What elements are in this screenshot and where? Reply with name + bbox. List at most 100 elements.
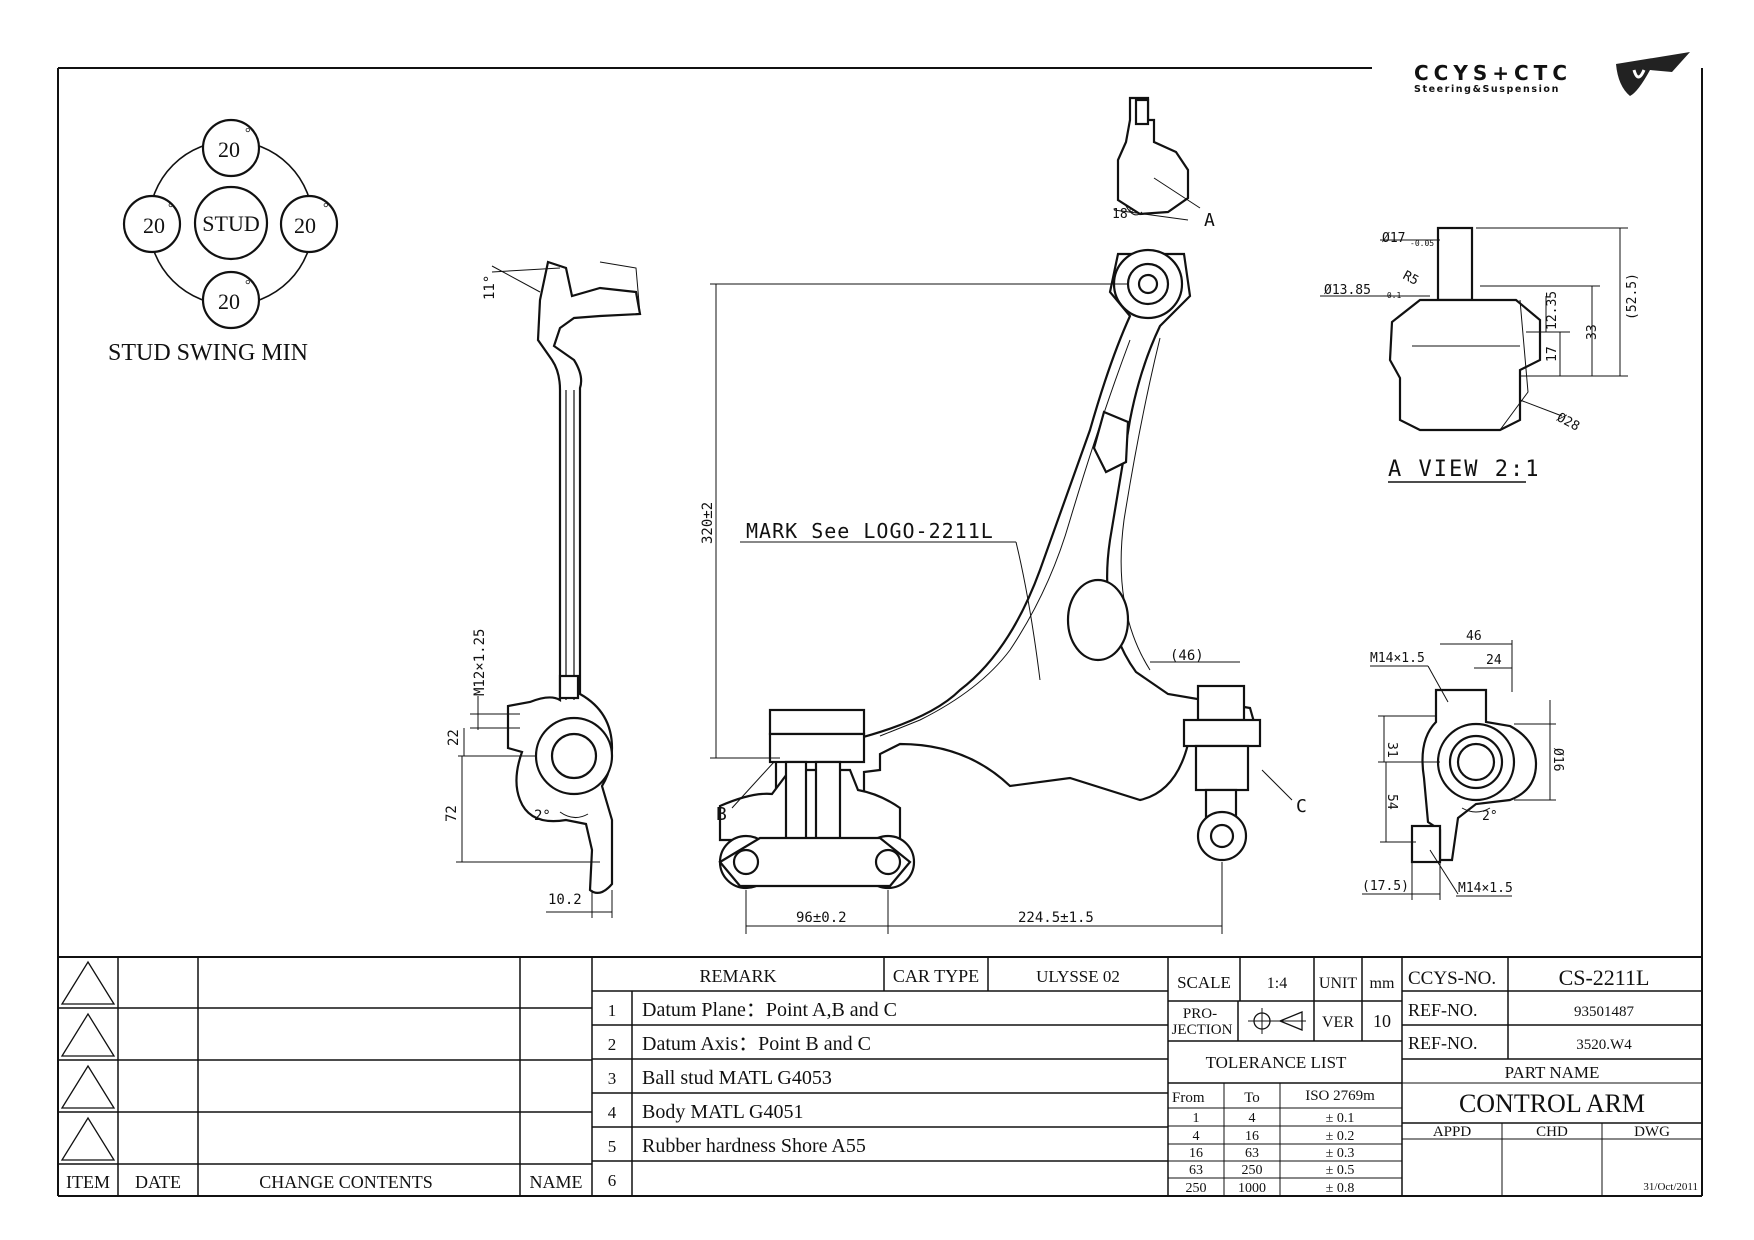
remark-no-1: 1 (608, 1001, 617, 1020)
ver-value: 10 (1373, 1011, 1391, 1031)
swing-left-value: 20 (143, 213, 165, 238)
rev-header-change: CHANGE CONTENTS (259, 1172, 433, 1192)
a-view-d17: Ø17 (1382, 231, 1405, 246)
tol-row-2-tol: ± 0.2 (1326, 1129, 1355, 1144)
front-dim-224: 224.5±1.5 (1018, 910, 1094, 926)
remark-text-3: Ball stud MATL G4053 (642, 1067, 832, 1089)
part-name-label: PART NAME (1505, 1063, 1600, 1082)
a-view-d13: Ø13.85 (1324, 283, 1371, 298)
rev-header-date: DATE (135, 1172, 181, 1192)
side-dim-72: 72 (444, 805, 460, 822)
side-angle-top: 11° (482, 275, 498, 300)
a-view-r5: R5 (1400, 268, 1421, 289)
logo-brand: CCYS+CTC (1414, 61, 1572, 85)
bush-angle: 2° (1482, 809, 1498, 824)
tol-row-3-to: 63 (1245, 1146, 1259, 1161)
unit-label: UNIT (1319, 975, 1357, 992)
rev-header-name: NAME (530, 1172, 583, 1192)
stud-swing-caption: STUD SWING MIN (108, 340, 308, 366)
tol-row-3-from: 16 (1189, 1146, 1203, 1161)
bush-thread-top: M14×1.5 (1370, 651, 1425, 666)
bush-dim-17-5: (17.5) (1362, 879, 1409, 894)
a-view-dim-12-35: 12.35 (1545, 291, 1560, 330)
bush-dim-24: 24 (1486, 653, 1502, 668)
svg-text:°: ° (168, 201, 174, 216)
stud-swing-diagram: STUD 20 20 20 20 ° ° ° ° STUD SWING MIN (108, 118, 339, 366)
remark-no-6: 6 (608, 1171, 617, 1190)
tol-row-5-from: 250 (1186, 1181, 1207, 1196)
tol-row-5-tol: ± 0.8 (1326, 1181, 1355, 1196)
side-thread-label: M12×1.25 (472, 629, 488, 696)
datum-a-label: A (1204, 210, 1215, 231)
tol-col-to: To (1244, 1090, 1260, 1106)
front-dim-96: 96±0.2 (796, 910, 847, 926)
drawing-date: 31/Oct/2011 (1643, 1181, 1698, 1193)
title-block: ITEM DATE CHANGE CONTENTS NAME REMARK CA… (58, 956, 1702, 1196)
part-info-block: CCYS-NO. CS-2211L REF-NO. 93501487 REF-N… (1402, 957, 1702, 1196)
projection-label-2: JECTION (1172, 1022, 1233, 1038)
revision-triangle-icon (60, 1012, 116, 1057)
side-view: 11° M12×1.25 22 72 2° 10.2 (444, 260, 642, 918)
tol-row-4-to: 250 (1242, 1163, 1263, 1178)
stud-label: STUD (202, 211, 259, 236)
tol-row-4-tol: ± 0.5 (1326, 1163, 1355, 1178)
side-dim-22: 22 (446, 729, 462, 746)
ref-no-label-2: REF-NO. (1408, 1033, 1478, 1053)
logo-mark-icon (1616, 52, 1690, 96)
tol-row-1-to: 4 (1249, 1111, 1256, 1126)
chd-label: CHD (1536, 1124, 1568, 1140)
side-dim-10-2: 10.2 (548, 892, 582, 908)
bushing-view: M14×1.5 46 24 31 54 Ø16 2° (17.5) M14×1.… (1362, 629, 1565, 900)
revision-triangle-icon (60, 960, 116, 1005)
tolerance-title: TOLERANCE LIST (1206, 1053, 1347, 1072)
tol-row-1-tol: ± 0.1 (1326, 1111, 1355, 1126)
ref-no-label-1: REF-NO. (1408, 1000, 1478, 1020)
top-angle: 18° (1112, 207, 1135, 222)
remark-no-2: 2 (608, 1035, 617, 1054)
tol-row-5-to: 1000 (1238, 1181, 1266, 1196)
svg-text:°: ° (245, 126, 251, 141)
part-name-value: CONTROL ARM (1459, 1089, 1645, 1118)
bush-dim-54: 54 (1384, 794, 1399, 810)
remark-table: REMARK CAR TYPE ULYSSE 02 1 Datum Plane：… (592, 957, 1169, 1196)
remark-no-3: 3 (608, 1069, 617, 1088)
datum-c-label: C (1296, 796, 1307, 817)
unit-value: mm (1370, 975, 1395, 992)
ref-no-value-2: 3520.W4 (1576, 1037, 1632, 1053)
tol-row-3-tol: ± 0.3 (1326, 1146, 1355, 1161)
side-angle-bottom: 2° (534, 808, 551, 824)
tol-col-std: ISO 2769m (1305, 1088, 1375, 1104)
front-dim-320: 320±2 (700, 502, 716, 544)
bush-d16: Ø16 (1550, 748, 1565, 771)
remark-no-4: 4 (608, 1103, 617, 1122)
tol-row-1-from: 1 (1193, 1111, 1200, 1126)
swing-bottom-value: 20 (218, 289, 240, 314)
remark-text-1: Datum Plane：Point A,B and C (642, 999, 897, 1021)
remark-text-5: Rubber hardness Shore A55 (642, 1135, 866, 1157)
scale-value: 1:4 (1267, 975, 1287, 992)
tol-col-from: From (1172, 1090, 1205, 1106)
bush-dim-31: 31 (1384, 742, 1399, 758)
rev-header-item: ITEM (66, 1172, 110, 1192)
a-view-d28: Ø28 (1554, 410, 1582, 434)
a-view-title: A VIEW 2:1 (1388, 457, 1540, 482)
a-view-detail: Ø17 -0.05 R5 Ø13.85 -0.1 12.35 17 33 (52… (1320, 226, 1640, 483)
swing-top-value: 20 (218, 137, 240, 162)
remark-header: REMARK (699, 966, 776, 986)
tol-row-2-to: 16 (1245, 1129, 1259, 1144)
svg-text:°: ° (323, 201, 329, 216)
bush-thread-bottom: M14×1.5 (1458, 881, 1513, 896)
svg-text:°: ° (245, 278, 251, 293)
appd-label: APPD (1433, 1124, 1472, 1140)
remark-text-4: Body MATL G4051 (642, 1101, 803, 1123)
tol-row-2-from: 4 (1193, 1129, 1200, 1144)
a-view-d13-tol: -0.1 (1382, 291, 1401, 300)
swing-right-value: 20 (294, 213, 316, 238)
a-view-dim-33: 33 (1585, 324, 1600, 340)
car-type-value: ULYSSE 02 (1036, 967, 1120, 986)
bush-dim-46: 46 (1466, 629, 1482, 644)
company-logo: CCYS+CTC Steering&Suspension (1414, 52, 1690, 96)
a-view-dim-17: 17 (1545, 346, 1560, 362)
projection-label-1: PRO- (1183, 1006, 1217, 1022)
